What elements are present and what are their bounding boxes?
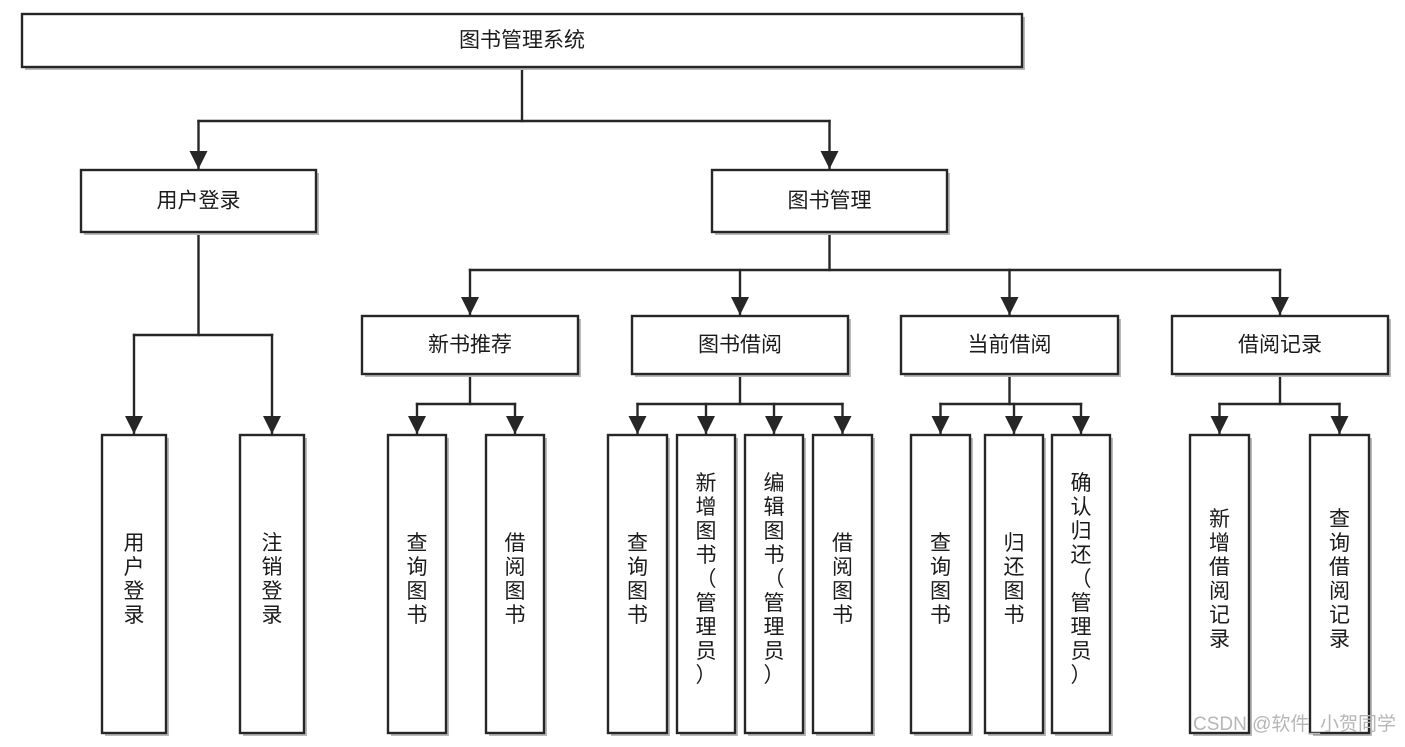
arrow-head-icon — [506, 416, 524, 434]
node-root[interactable]: 图书管理系统 — [20, 12, 1025, 70]
arrow-head-icon — [461, 297, 479, 315]
node-leaf-borrow-book-rec[interactable]: 借阅图书 — [484, 433, 547, 736]
node-rect[interactable] — [1188, 433, 1251, 735]
node-rect[interactable] — [983, 433, 1045, 735]
node-label-vertical: 确认归还（管理员） — [1071, 472, 1092, 687]
arrow-head-icon — [697, 416, 715, 434]
node-rect[interactable] — [20, 12, 1024, 69]
node-rect[interactable] — [238, 433, 306, 735]
arrow-head-icon — [408, 416, 426, 434]
node-rect[interactable] — [1050, 433, 1112, 735]
arrow-head-icon — [931, 416, 950, 434]
node-leaf-borrow-book[interactable]: 借阅图书 — [811, 433, 875, 736]
node-leaf-edit-book[interactable]: 编辑图书（管理员） — [743, 433, 806, 736]
node-leaf-return-book[interactable]: 归还图书 — [983, 433, 1046, 736]
arrow-head-icon — [1005, 416, 1023, 434]
node-label-vertical: 新增借阅记录 — [1209, 508, 1230, 651]
nodes-layer: 图书管理系统用户登录图书管理新书推荐图书借阅当前借阅借阅记录用户登录注销登录查询… — [20, 12, 1391, 736]
arrow-head-icon — [263, 416, 281, 434]
node-leaf-logout[interactable]: 注销登录 — [238, 433, 307, 736]
node-label: 当前借阅 — [968, 334, 1052, 357]
node-rect[interactable] — [386, 433, 448, 735]
node-label: 借阅记录 — [1238, 334, 1322, 357]
node-leaf-confirm-return[interactable]: 确认归还（管理员） — [1050, 433, 1113, 736]
node-rect[interactable] — [79, 168, 318, 234]
node-label-vertical: 编辑图书（管理员） — [764, 472, 785, 687]
arrow-head-icon — [1210, 416, 1229, 434]
node-leaf-query-book-current[interactable]: 查询图书 — [909, 433, 973, 736]
node-user-login[interactable]: 用户登录 — [79, 168, 319, 235]
node-current-borrow[interactable]: 当前借阅 — [899, 314, 1121, 377]
arrow-head-icon — [189, 151, 208, 169]
node-label-vertical: 查询图书 — [407, 532, 428, 627]
node-label-vertical: 借阅图书 — [832, 532, 853, 627]
node-label-vertical: 新增图书（管理员） — [696, 472, 717, 687]
node-label-vertical: 用户登录 — [124, 532, 145, 627]
node-rect[interactable] — [484, 433, 546, 735]
node-label: 图书借阅 — [698, 334, 782, 357]
node-label: 图书管理系统 — [459, 29, 585, 52]
node-rect[interactable] — [630, 314, 850, 376]
node-leaf-query-book-rec[interactable]: 查询图书 — [386, 433, 449, 736]
arrow-head-icon — [125, 416, 143, 434]
node-rect[interactable] — [360, 314, 580, 376]
node-rect[interactable] — [100, 433, 168, 735]
csdn-watermark: CSDN @软件_小贺同学 — [1193, 713, 1396, 735]
node-label-vertical: 注销登录 — [262, 532, 283, 627]
node-leaf-add-book[interactable]: 新增图书（管理员） — [675, 433, 738, 736]
arrow-head-icon — [731, 297, 749, 315]
node-rect[interactable] — [675, 433, 737, 735]
node-label-vertical: 借阅图书 — [505, 532, 526, 627]
node-leaf-user-login[interactable]: 用户登录 — [100, 433, 169, 736]
edges-layer — [125, 65, 1349, 435]
arrow-head-icon — [820, 151, 839, 169]
node-rect[interactable] — [1170, 314, 1390, 376]
node-label: 图书管理 — [788, 190, 872, 213]
node-label: 用户登录 — [157, 190, 241, 213]
arrow-head-icon — [1271, 297, 1289, 315]
arrow-head-icon — [833, 416, 852, 434]
arrow-head-icon — [1330, 416, 1349, 434]
arrow-head-icon — [1072, 416, 1090, 434]
node-book-borrow[interactable]: 图书借阅 — [630, 314, 851, 377]
node-rect[interactable] — [710, 168, 949, 234]
node-new-book-recommend[interactable]: 新书推荐 — [360, 314, 581, 377]
node-rect[interactable] — [743, 433, 805, 735]
node-label-vertical: 查询图书 — [930, 532, 951, 627]
node-label: 新书推荐 — [428, 334, 512, 357]
arrow-head-icon — [1000, 297, 1019, 315]
arrow-head-icon — [765, 416, 783, 434]
arrow-head-icon — [628, 416, 647, 434]
node-borrow-record[interactable]: 借阅记录 — [1170, 314, 1391, 377]
node-rect[interactable] — [811, 433, 874, 735]
node-label-vertical: 查询借阅记录 — [1329, 508, 1350, 651]
node-leaf-query-book-borrow[interactable]: 查询图书 — [606, 433, 670, 736]
node-rect[interactable] — [909, 433, 972, 735]
node-book-manage[interactable]: 图书管理 — [710, 168, 950, 235]
node-label-vertical: 查询图书 — [627, 532, 648, 627]
node-rect[interactable] — [1308, 433, 1371, 735]
node-rect[interactable] — [899, 314, 1120, 376]
node-rect[interactable] — [606, 433, 669, 735]
node-label-vertical: 归还图书 — [1004, 532, 1025, 627]
node-leaf-query-record[interactable]: 查询借阅记录 — [1308, 433, 1372, 736]
node-leaf-add-record[interactable]: 新增借阅记录 — [1188, 433, 1252, 736]
